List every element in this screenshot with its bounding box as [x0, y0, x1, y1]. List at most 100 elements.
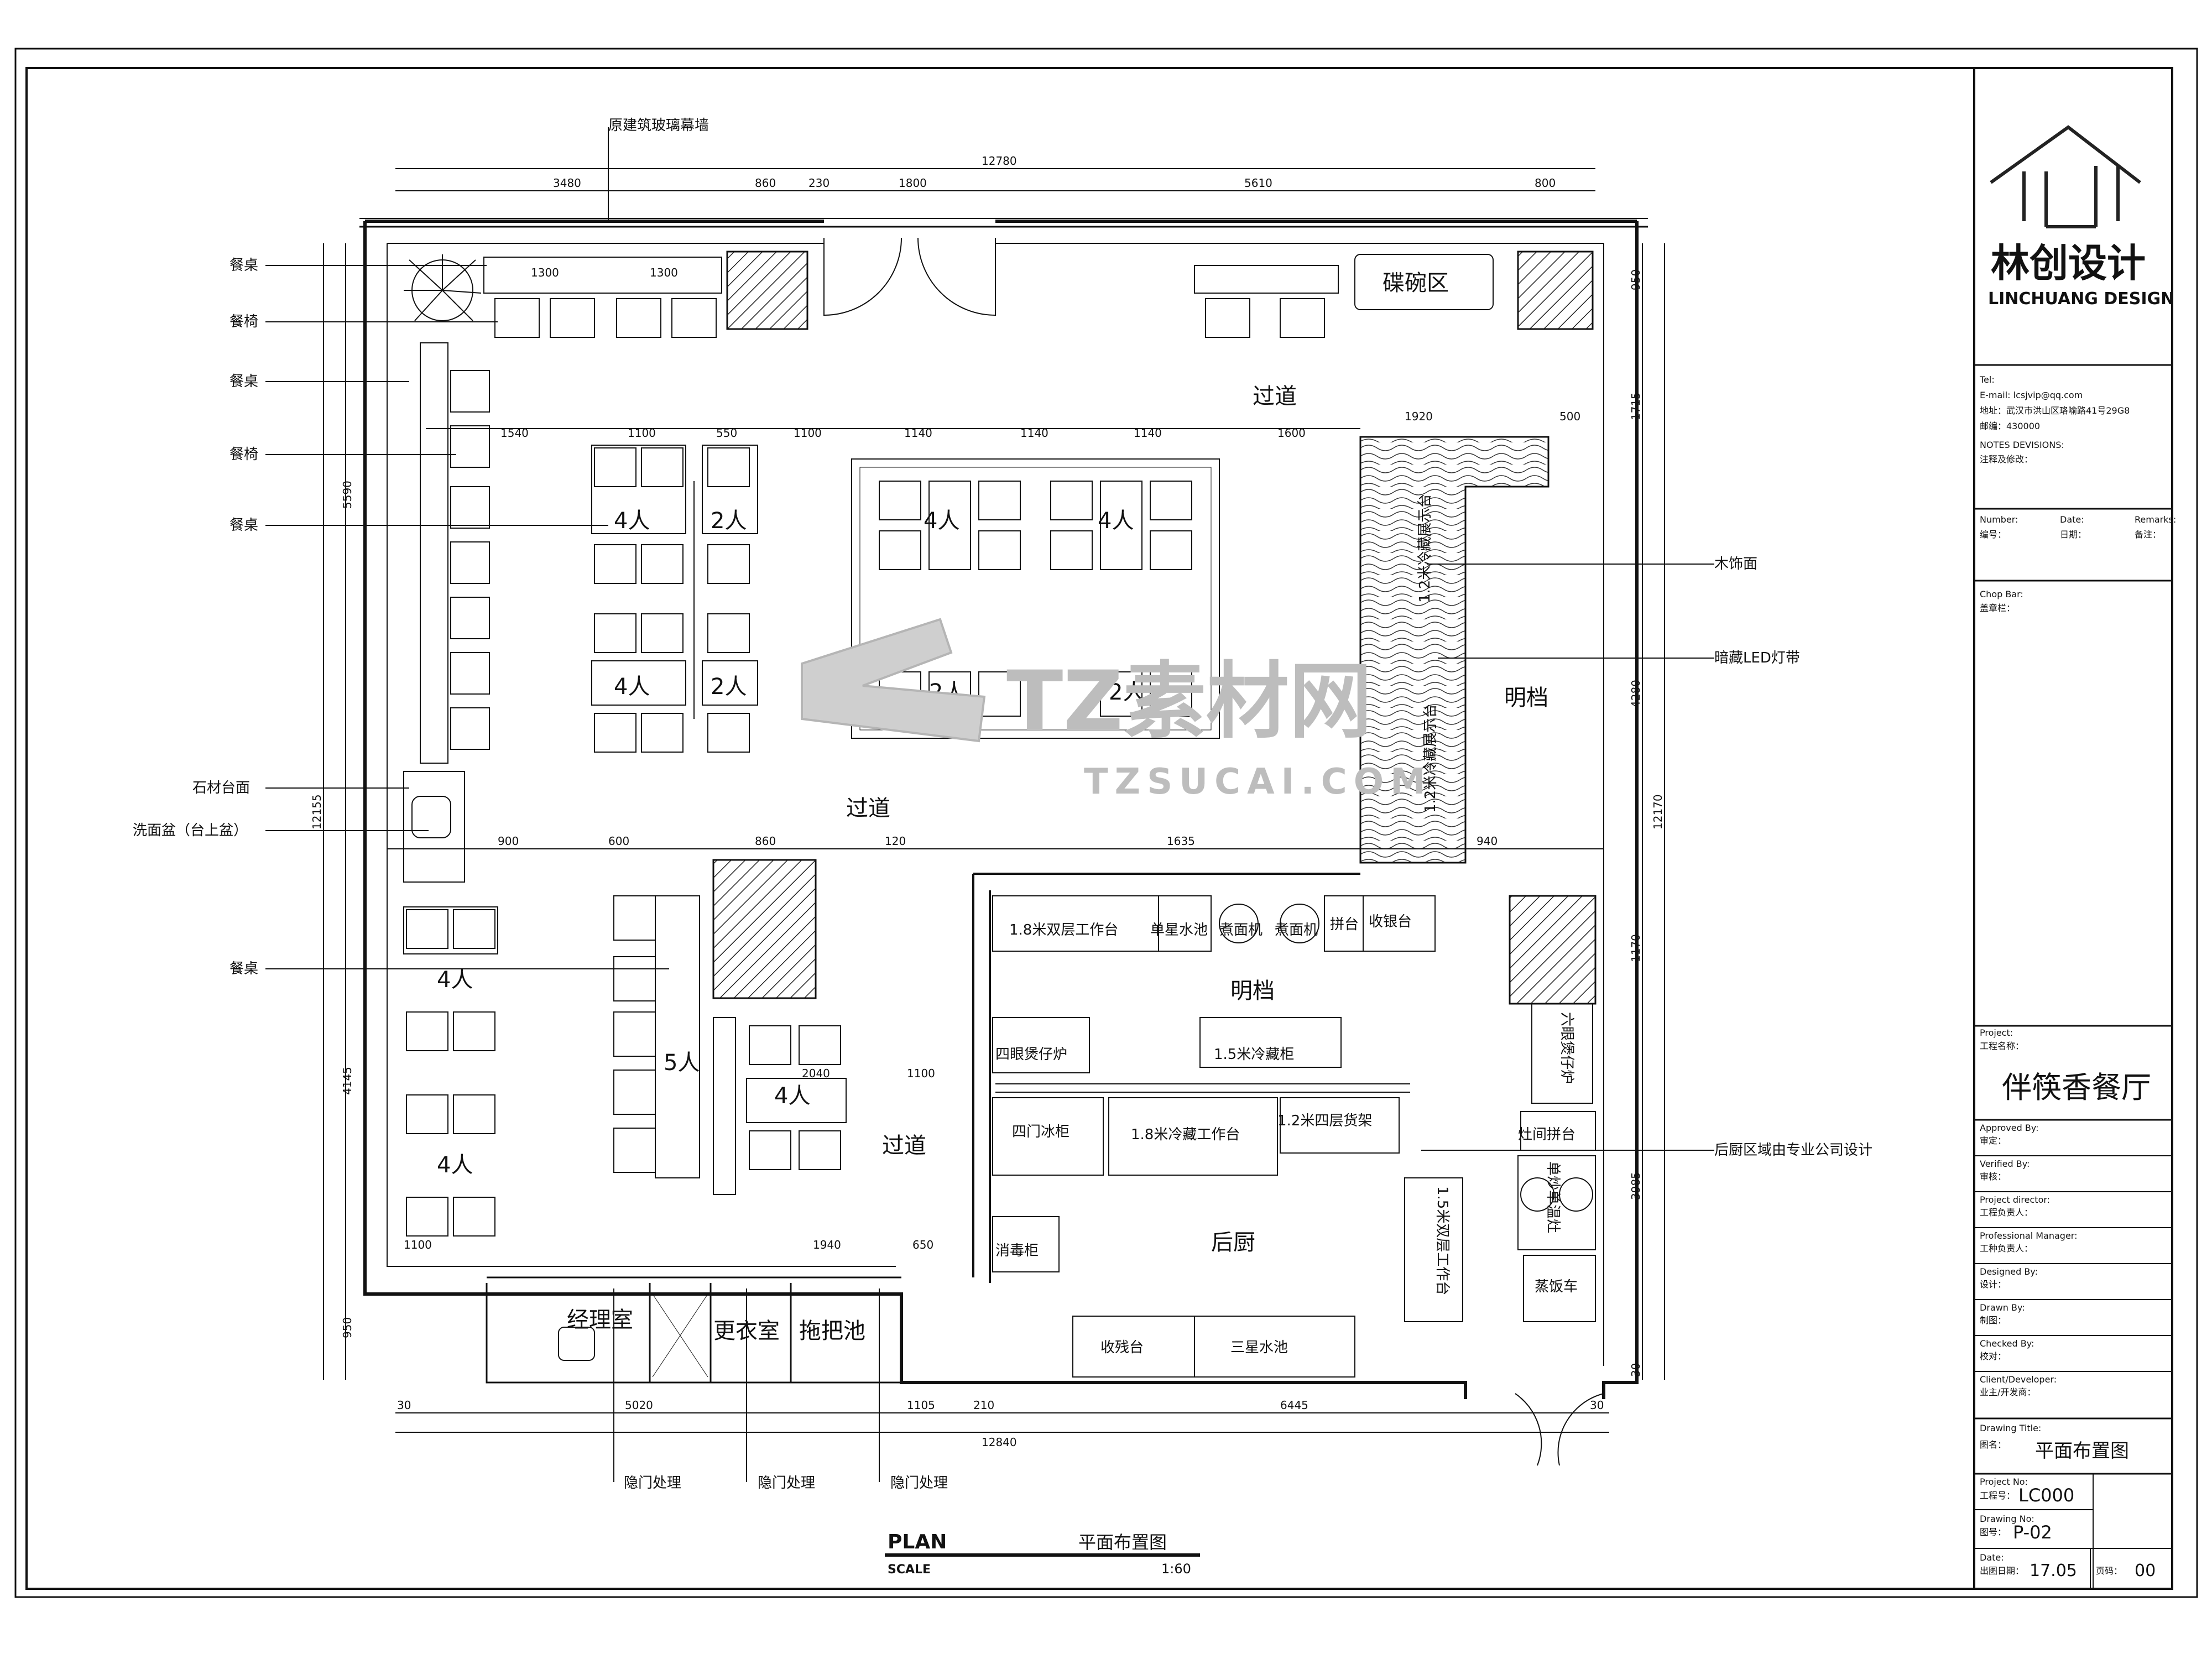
dim-inner: 940	[1477, 834, 1498, 848]
scale-label-en: SCALE	[888, 1563, 931, 1577]
dim-right: 30	[1629, 1363, 1642, 1377]
dim-bottom-seg: 30	[397, 1399, 411, 1412]
column	[712, 859, 817, 999]
column	[1509, 895, 1597, 1005]
callout-left-6: 石材台面	[192, 780, 250, 796]
tb-notes-cn: 注释及修改：	[1980, 454, 2033, 465]
tb-project-en: Project:	[1980, 1027, 2013, 1038]
tb-drawn-cn: 制图：	[1980, 1315, 2006, 1326]
table-label: 4人	[437, 1152, 473, 1178]
tb-director-en: Project director:	[1980, 1194, 2050, 1205]
tb-remarks-en: Remarks:	[2135, 514, 2176, 525]
dim-left: 12155	[310, 794, 324, 830]
equipment-label: 1.2米冷藏展示台	[1422, 704, 1439, 813]
tb-designed-en: Designed By:	[1980, 1266, 2038, 1277]
dim-left: 950	[341, 1317, 354, 1338]
dim-inner: 1100	[628, 426, 656, 440]
outer-frame	[14, 48, 2198, 1598]
dim-inner: 1300	[650, 266, 678, 279]
callout-left-2: 餐椅	[229, 314, 258, 330]
equipment-label: 1.5米双层工作台	[1434, 1186, 1451, 1295]
callout-left-8: 餐桌	[229, 961, 258, 977]
project-number: LC000	[2018, 1485, 2074, 1506]
equipment-label: 单炒单温灶	[1545, 1161, 1561, 1233]
callout-left-3: 餐桌	[229, 373, 258, 390]
table-label: 4人	[774, 1083, 810, 1109]
tb-number-en: Number:	[1980, 514, 2018, 525]
callout-right-1: 木饰面	[1714, 556, 1757, 572]
equipment-label: 三星水池	[1230, 1339, 1288, 1356]
tb-drawno-cn: 图号：	[1980, 1527, 2006, 1537]
callout-right-3: 后厨区域由专业公司设计	[1714, 1142, 1872, 1159]
equipment-label: 六眼煲仔炉	[1558, 1012, 1575, 1084]
dimension-lines	[323, 168, 1665, 1433]
room-guodao-low: 过道	[882, 1133, 926, 1159]
watermark: TZ素材网 TZSUCAI.COM	[801, 618, 1432, 802]
dim-inner: 650	[912, 1238, 933, 1251]
callout-bottom-3: 隐门处理	[890, 1475, 948, 1491]
drawing-title: 平面布置图	[2035, 1440, 2129, 1462]
callout-right-2: 暗藏LED灯带	[1714, 650, 1800, 666]
equipment-label: 1.5米冷藏柜	[1214, 1046, 1294, 1063]
tb-project-cn: 工程名称：	[1980, 1041, 2024, 1051]
callout-bottom-2: 隐门处理	[758, 1475, 815, 1491]
project-name: 伴筷香餐厅	[2002, 1070, 2151, 1105]
tb-notes-en: NOTES DEVISIONS:	[1980, 440, 2064, 450]
room-guodao-mid: 过道	[846, 796, 890, 821]
tb-chop-en: Chop Bar:	[1980, 589, 2023, 599]
equipment-label: 1.8米双层工作台	[1009, 922, 1118, 938]
tb-tel: Tel:	[1979, 374, 1995, 385]
tb-checked-cn: 校对：	[1980, 1351, 2006, 1361]
callout-left-4: 餐椅	[229, 446, 258, 463]
equipment-label: 1.2米冷藏展示台	[1417, 494, 1433, 603]
entry-door	[823, 237, 996, 316]
table-label: 4人	[1098, 508, 1134, 534]
table-label: 2人	[1109, 680, 1145, 705]
sink-counter	[403, 771, 465, 883]
dim-inner: 1100	[794, 426, 822, 440]
dim-left: 4145	[341, 1067, 354, 1095]
page-number: 00	[2135, 1561, 2156, 1580]
room-mingdang-right: 明档	[1504, 685, 1548, 711]
tb-checked-en: Checked By:	[1980, 1338, 2034, 1349]
equipment-label: 四眼煲仔炉	[995, 1046, 1067, 1063]
equipment-label: 单星水池	[1150, 922, 1208, 938]
equipment-label: 收银台	[1369, 914, 1412, 930]
column	[726, 251, 808, 330]
tb-drawing-title-en: Drawing Title:	[1980, 1423, 2041, 1433]
tb-approved-cn: 审定：	[1980, 1135, 2006, 1146]
room-mingdang-kitchen: 明档	[1230, 978, 1275, 1004]
equipment-label: 蒸饭车	[1535, 1279, 1578, 1295]
callout-left-5: 餐桌	[229, 517, 258, 534]
dim-right: 1715	[1629, 392, 1642, 420]
dim-inner: 1540	[500, 426, 529, 440]
dim-right: 950	[1629, 269, 1642, 290]
table-label: 4人	[437, 967, 473, 993]
dim-right: 4280	[1629, 680, 1642, 708]
tb-client-en: Client/Developer:	[1980, 1374, 2057, 1385]
dim-inner: 1100	[404, 1238, 432, 1251]
tb-designed-cn: 设计：	[1980, 1279, 2006, 1290]
tb-postcode: 邮编：430000	[1980, 421, 2040, 431]
company-name-en: LINCHUANG DESIGN	[1988, 289, 2174, 309]
tb-chop-cn: 盖章栏：	[1980, 603, 2015, 613]
dim-inner: 1100	[907, 1067, 935, 1080]
callout-left-7: 洗面盆（台上盆）	[133, 822, 248, 839]
equipment-label: 灶间拼台	[1518, 1126, 1575, 1143]
dim-inner: 600	[608, 834, 629, 848]
tb-verified-cn: 审核：	[1980, 1171, 2006, 1182]
dim-inner: 860	[755, 834, 776, 848]
equipment-label: 1.2米四层货架	[1277, 1113, 1372, 1129]
room-guodao-top: 过道	[1253, 384, 1297, 409]
drawing-number: P-02	[2013, 1522, 2052, 1543]
dim-right: 1170	[1629, 934, 1642, 962]
tb-date-en: Date:	[2060, 514, 2084, 525]
plan-label-cn: 平面布置图	[1078, 1532, 1167, 1553]
dim-top-seg: 5610	[1244, 176, 1272, 190]
tb-projno-cn: 工程号：	[1980, 1490, 2015, 1501]
watermark-url: TZSUCAI.COM	[1084, 761, 1432, 802]
dim-bottom-seg: 30	[1590, 1399, 1604, 1412]
room-jinglishi: 经理室	[567, 1307, 633, 1333]
equipment-label: 拼台	[1330, 916, 1359, 933]
